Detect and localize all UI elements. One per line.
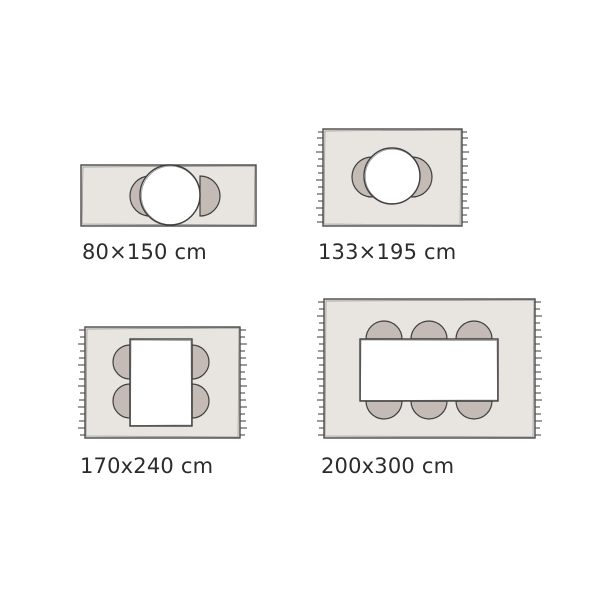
chair bbox=[455, 320, 493, 340]
table-sketch-line bbox=[130, 339, 192, 426]
chair bbox=[365, 400, 403, 420]
chair bbox=[112, 383, 131, 419]
rug-sketch-line bbox=[81, 165, 256, 226]
table-sketch-line bbox=[364, 148, 421, 204]
table-sketch-line bbox=[141, 165, 201, 225]
rug-133x195 bbox=[316, 128, 469, 227]
size-label-80x150: 80×150 cm bbox=[82, 240, 207, 264]
rug-sketch-line bbox=[85, 327, 240, 438]
rug-80x150 bbox=[80, 164, 257, 227]
chair bbox=[191, 344, 210, 380]
size-label-170x240: 170x240 cm bbox=[80, 454, 214, 478]
chair-group bbox=[112, 344, 210, 419]
chair bbox=[199, 175, 221, 217]
chair bbox=[410, 320, 448, 340]
size-label-133x195: 133×195 cm bbox=[318, 240, 457, 264]
rug-sketch-line bbox=[324, 299, 535, 438]
rug-sketch-line bbox=[323, 129, 462, 226]
rug-fringe-left bbox=[317, 301, 324, 436]
table-sketch-line bbox=[360, 339, 498, 401]
rug-200x300 bbox=[317, 298, 542, 439]
chair bbox=[365, 320, 403, 340]
chair bbox=[455, 400, 493, 420]
rug-fringe-right bbox=[240, 329, 247, 436]
chair bbox=[410, 400, 448, 420]
rug-fringe-left bbox=[316, 131, 323, 223]
chair-group bbox=[365, 320, 493, 420]
chair bbox=[191, 383, 210, 419]
rectangular-table bbox=[129, 338, 193, 427]
chair bbox=[112, 344, 131, 380]
rug-fringe-right bbox=[462, 131, 469, 223]
size-label-200x300: 200x300 cm bbox=[321, 454, 455, 478]
rectangular-table bbox=[359, 338, 499, 402]
rug-170x240 bbox=[78, 326, 247, 439]
rug-fringe-right bbox=[535, 301, 542, 436]
rug-fringe-left bbox=[78, 329, 85, 436]
